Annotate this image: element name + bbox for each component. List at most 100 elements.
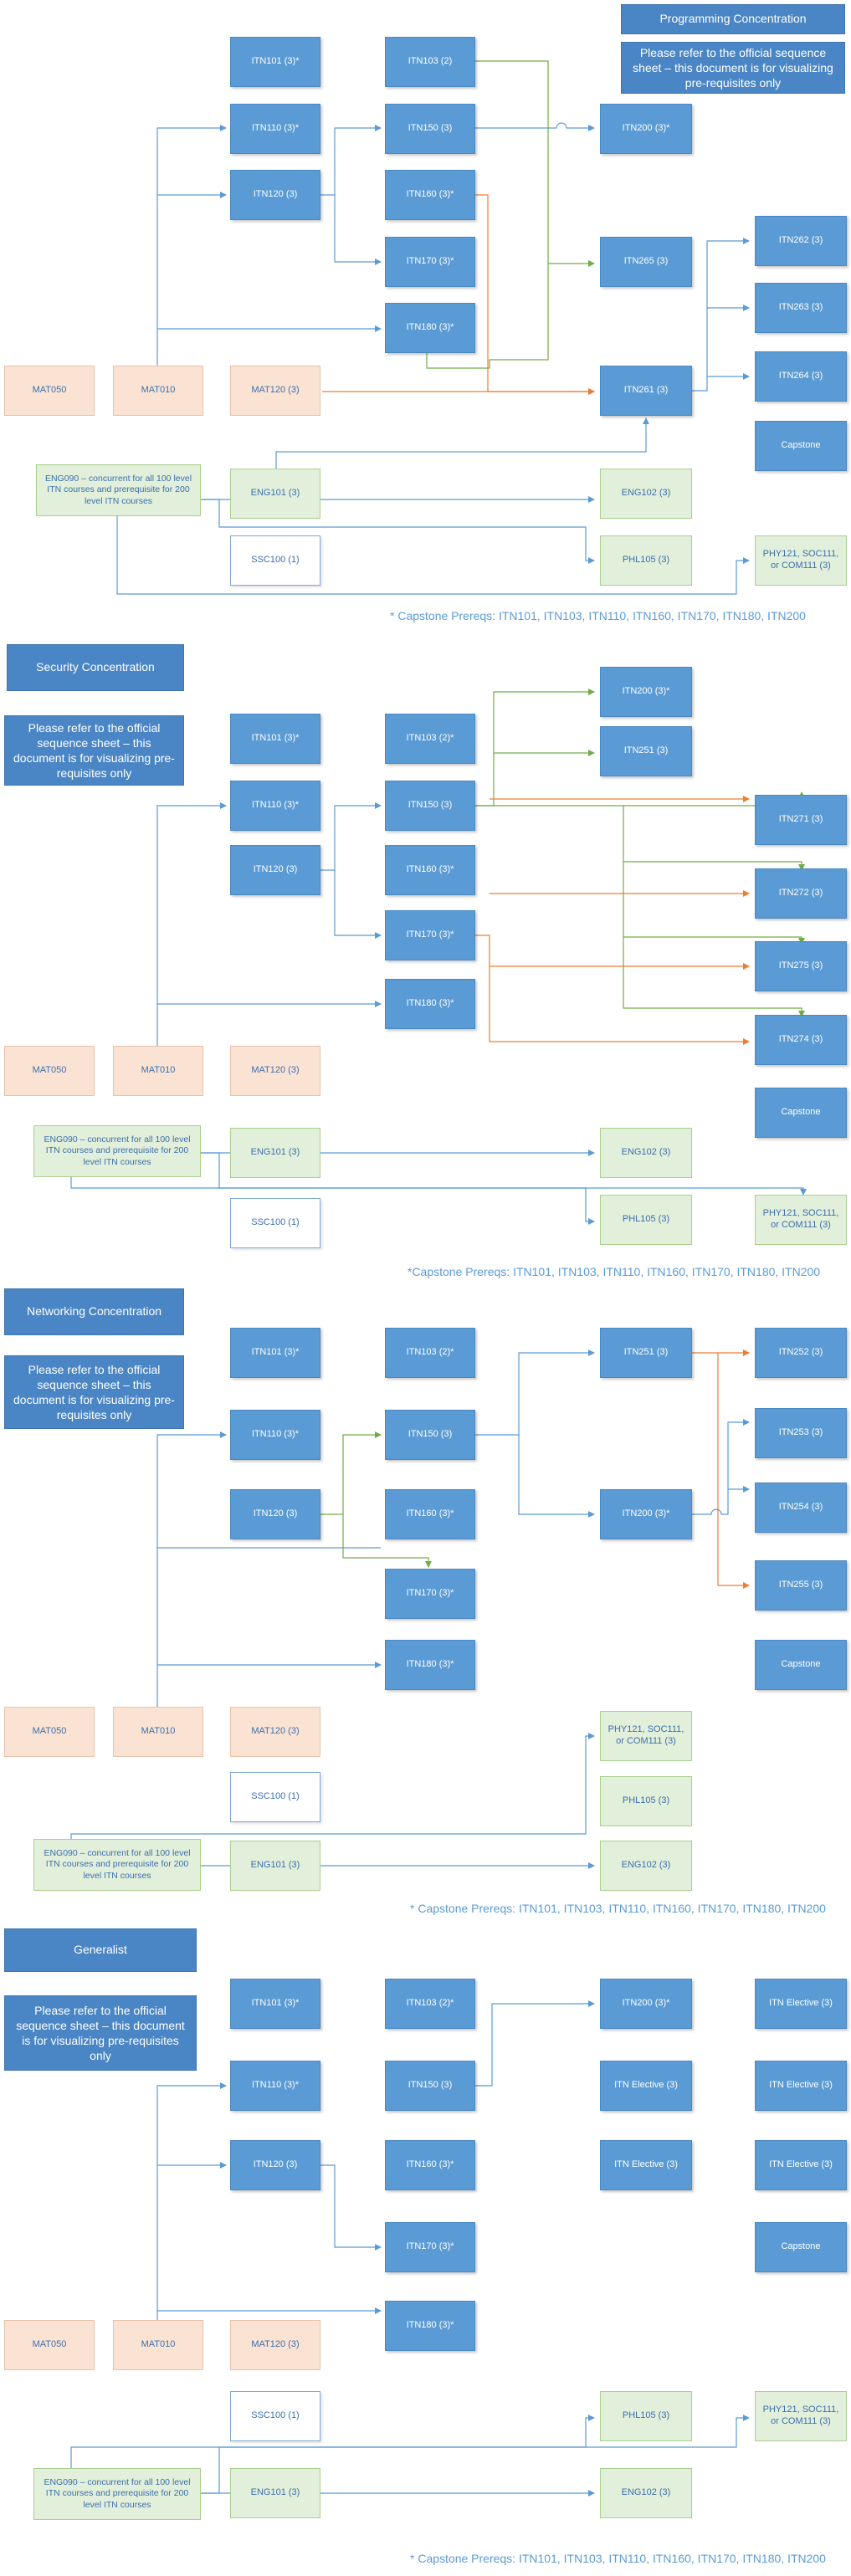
course-itn180: ITN180 (3)* <box>385 303 475 353</box>
course-eng102: ENG102 (3) <box>600 1841 692 1891</box>
course-itn120: ITN120 (3) <box>230 845 320 895</box>
course-phy121: PHY121, SOC111, or COM111 (3) <box>755 1195 847 1245</box>
course-itn101: ITN101 (3)* <box>230 714 320 764</box>
course-elective-2: ITN Elective (3) <box>600 2061 692 2111</box>
course-phl105: PHL105 (3) <box>600 2391 692 2441</box>
course-phl105: PHL105 (3) <box>600 1776 692 1826</box>
generalist-note: Please refer to the official sequence sh… <box>4 1995 197 2071</box>
course-phl105: PHL105 (3) <box>600 535 692 586</box>
course-itn120: ITN120 (3) <box>230 2140 320 2190</box>
course-itn254: ITN254 (3) <box>755 1483 847 1533</box>
networking-note: Please refer to the official sequence sh… <box>4 1355 184 1429</box>
course-itn160: ITN160 (3)* <box>385 1489 475 1539</box>
course-capstone: Capstone <box>755 1088 847 1138</box>
course-mat010: MAT010 <box>113 2320 203 2370</box>
course-itn253: ITN253 (3) <box>755 1408 847 1458</box>
course-itn274: ITN274 (3) <box>755 1015 847 1065</box>
course-itn150: ITN150 (3) <box>385 1410 475 1460</box>
course-itn272: ITN272 (3) <box>755 868 847 919</box>
course-phy121: PHY121, SOC111, or COM111 (3) <box>600 1711 692 1761</box>
course-elective-5: ITN Elective (3) <box>755 2140 847 2190</box>
course-eng101: ENG101 (3) <box>230 2468 320 2518</box>
course-itn103: ITN103 (2) <box>385 37 475 87</box>
course-itn160: ITN160 (3)* <box>385 2140 475 2190</box>
course-capstone: Capstone <box>755 2222 847 2272</box>
course-mat120: MAT120 (3) <box>230 366 320 416</box>
course-itn200: ITN200 (3)* <box>600 104 692 154</box>
course-itn251: ITN251 (3) <box>600 1328 692 1378</box>
course-mat120: MAT120 (3) <box>230 1707 320 1757</box>
course-ssc100: SSC100 (1) <box>230 2391 320 2441</box>
course-itn180: ITN180 (3)* <box>385 979 475 1029</box>
course-phy121: PHY121, SOC111, or COM111 (3) <box>755 535 847 586</box>
course-itn180: ITN180 (3)* <box>385 2301 475 2351</box>
course-itn160: ITN160 (3)* <box>385 845 475 895</box>
course-mat010: MAT010 <box>113 366 203 416</box>
course-itn265: ITN265 (3) <box>600 237 692 287</box>
security-note: Please refer to the official sequence sh… <box>4 715 184 786</box>
course-elective-3: ITN Elective (3) <box>755 2061 847 2111</box>
course-itn251: ITN251 (3) <box>600 726 692 776</box>
course-itn103: ITN103 (2)* <box>385 1328 475 1378</box>
course-mat050: MAT050 <box>4 366 95 416</box>
course-phy121: PHY121, SOC111, or COM111 (3) <box>755 2391 847 2441</box>
course-itn170: ITN170 (3)* <box>385 237 475 287</box>
generalist-capstone-prereqs: * Capstone Prereqs: ITN101, ITN103, ITN1… <box>410 2552 826 2565</box>
course-mat050: MAT050 <box>4 1046 95 1096</box>
course-itn150: ITN150 (3) <box>385 781 475 831</box>
course-mat010: MAT010 <box>113 1707 203 1757</box>
course-itn120: ITN120 (3) <box>230 170 320 220</box>
course-itn200: ITN200 (3)* <box>600 667 692 717</box>
course-itn170: ITN170 (3)* <box>385 1569 475 1619</box>
course-itn200: ITN200 (3)* <box>600 1489 692 1539</box>
course-eng101: ENG101 (3) <box>230 469 320 519</box>
security-capstone-prereqs: *Capstone Prereqs: ITN101, ITN103, ITN11… <box>408 1265 821 1278</box>
course-eng101: ENG101 (3) <box>230 1128 320 1178</box>
course-eng102: ENG102 (3) <box>600 2468 692 2518</box>
course-capstone: Capstone <box>755 1640 847 1690</box>
course-itn103: ITN103 (2)* <box>385 714 475 764</box>
course-ssc100: SSC100 (1) <box>230 1772 320 1822</box>
course-itn150: ITN150 (3) <box>385 2061 475 2111</box>
course-ssc100: SSC100 (1) <box>230 1198 320 1248</box>
course-itn264: ITN264 (3) <box>755 351 847 402</box>
programming-capstone-prereqs: * Capstone Prereqs: ITN101, ITN103, ITN1… <box>390 609 806 622</box>
course-itn262: ITN262 (3) <box>755 216 847 266</box>
networking-title: Networking Concentration <box>4 1288 184 1335</box>
course-itn200: ITN200 (3)* <box>600 1979 692 2029</box>
course-itn120: ITN120 (3) <box>230 1489 320 1539</box>
course-eng090: ENG090 – concurrent for all 100 level IT… <box>33 1125 201 1177</box>
course-phl105: PHL105 (3) <box>600 1195 692 1245</box>
course-itn263: ITN263 (3) <box>755 283 847 333</box>
course-eng090: ENG090 – concurrent for all 100 level IT… <box>36 464 201 516</box>
generalist-title: Generalist <box>4 1928 197 1972</box>
course-itn103: ITN103 (2)* <box>385 1979 475 2029</box>
course-eng102: ENG102 (3) <box>600 1128 692 1178</box>
course-itn101: ITN101 (3)* <box>230 1328 320 1378</box>
course-itn180: ITN180 (3)* <box>385 1640 475 1690</box>
networking-capstone-prereqs: * Capstone Prereqs: ITN101, ITN103, ITN1… <box>410 1902 826 1915</box>
course-itn275: ITN275 (3) <box>755 941 847 991</box>
course-eng090: ENG090 – concurrent for all 100 level IT… <box>33 1839 201 1891</box>
security-title: Security Concentration <box>7 644 184 691</box>
course-itn170: ITN170 (3)* <box>385 910 475 960</box>
course-itn110: ITN110 (3)* <box>230 2061 320 2111</box>
course-itn271: ITN271 (3) <box>755 795 847 845</box>
course-mat120: MAT120 (3) <box>230 1046 320 1096</box>
course-eng102: ENG102 (3) <box>600 469 692 519</box>
course-capstone: Capstone <box>755 421 847 471</box>
course-ssc100: SSC100 (1) <box>230 535 320 586</box>
course-itn101: ITN101 (3)* <box>230 37 320 87</box>
course-mat050: MAT050 <box>4 1707 95 1757</box>
course-itn110: ITN110 (3)* <box>230 1410 320 1460</box>
course-itn261: ITN261 (3) <box>600 366 692 416</box>
course-mat120: MAT120 (3) <box>230 2320 320 2370</box>
course-itn110: ITN110 (3)* <box>230 104 320 154</box>
course-itn160: ITN160 (3)* <box>385 170 475 220</box>
course-eng101: ENG101 (3) <box>230 1841 320 1891</box>
programming-title: Programming Concentration <box>621 4 845 34</box>
course-itn170: ITN170 (3)* <box>385 2222 475 2272</box>
course-eng090: ENG090 – concurrent for all 100 level IT… <box>33 2468 201 2520</box>
course-itn101: ITN101 (3)* <box>230 1979 320 2029</box>
course-elective-4: ITN Elective (3) <box>600 2140 692 2190</box>
